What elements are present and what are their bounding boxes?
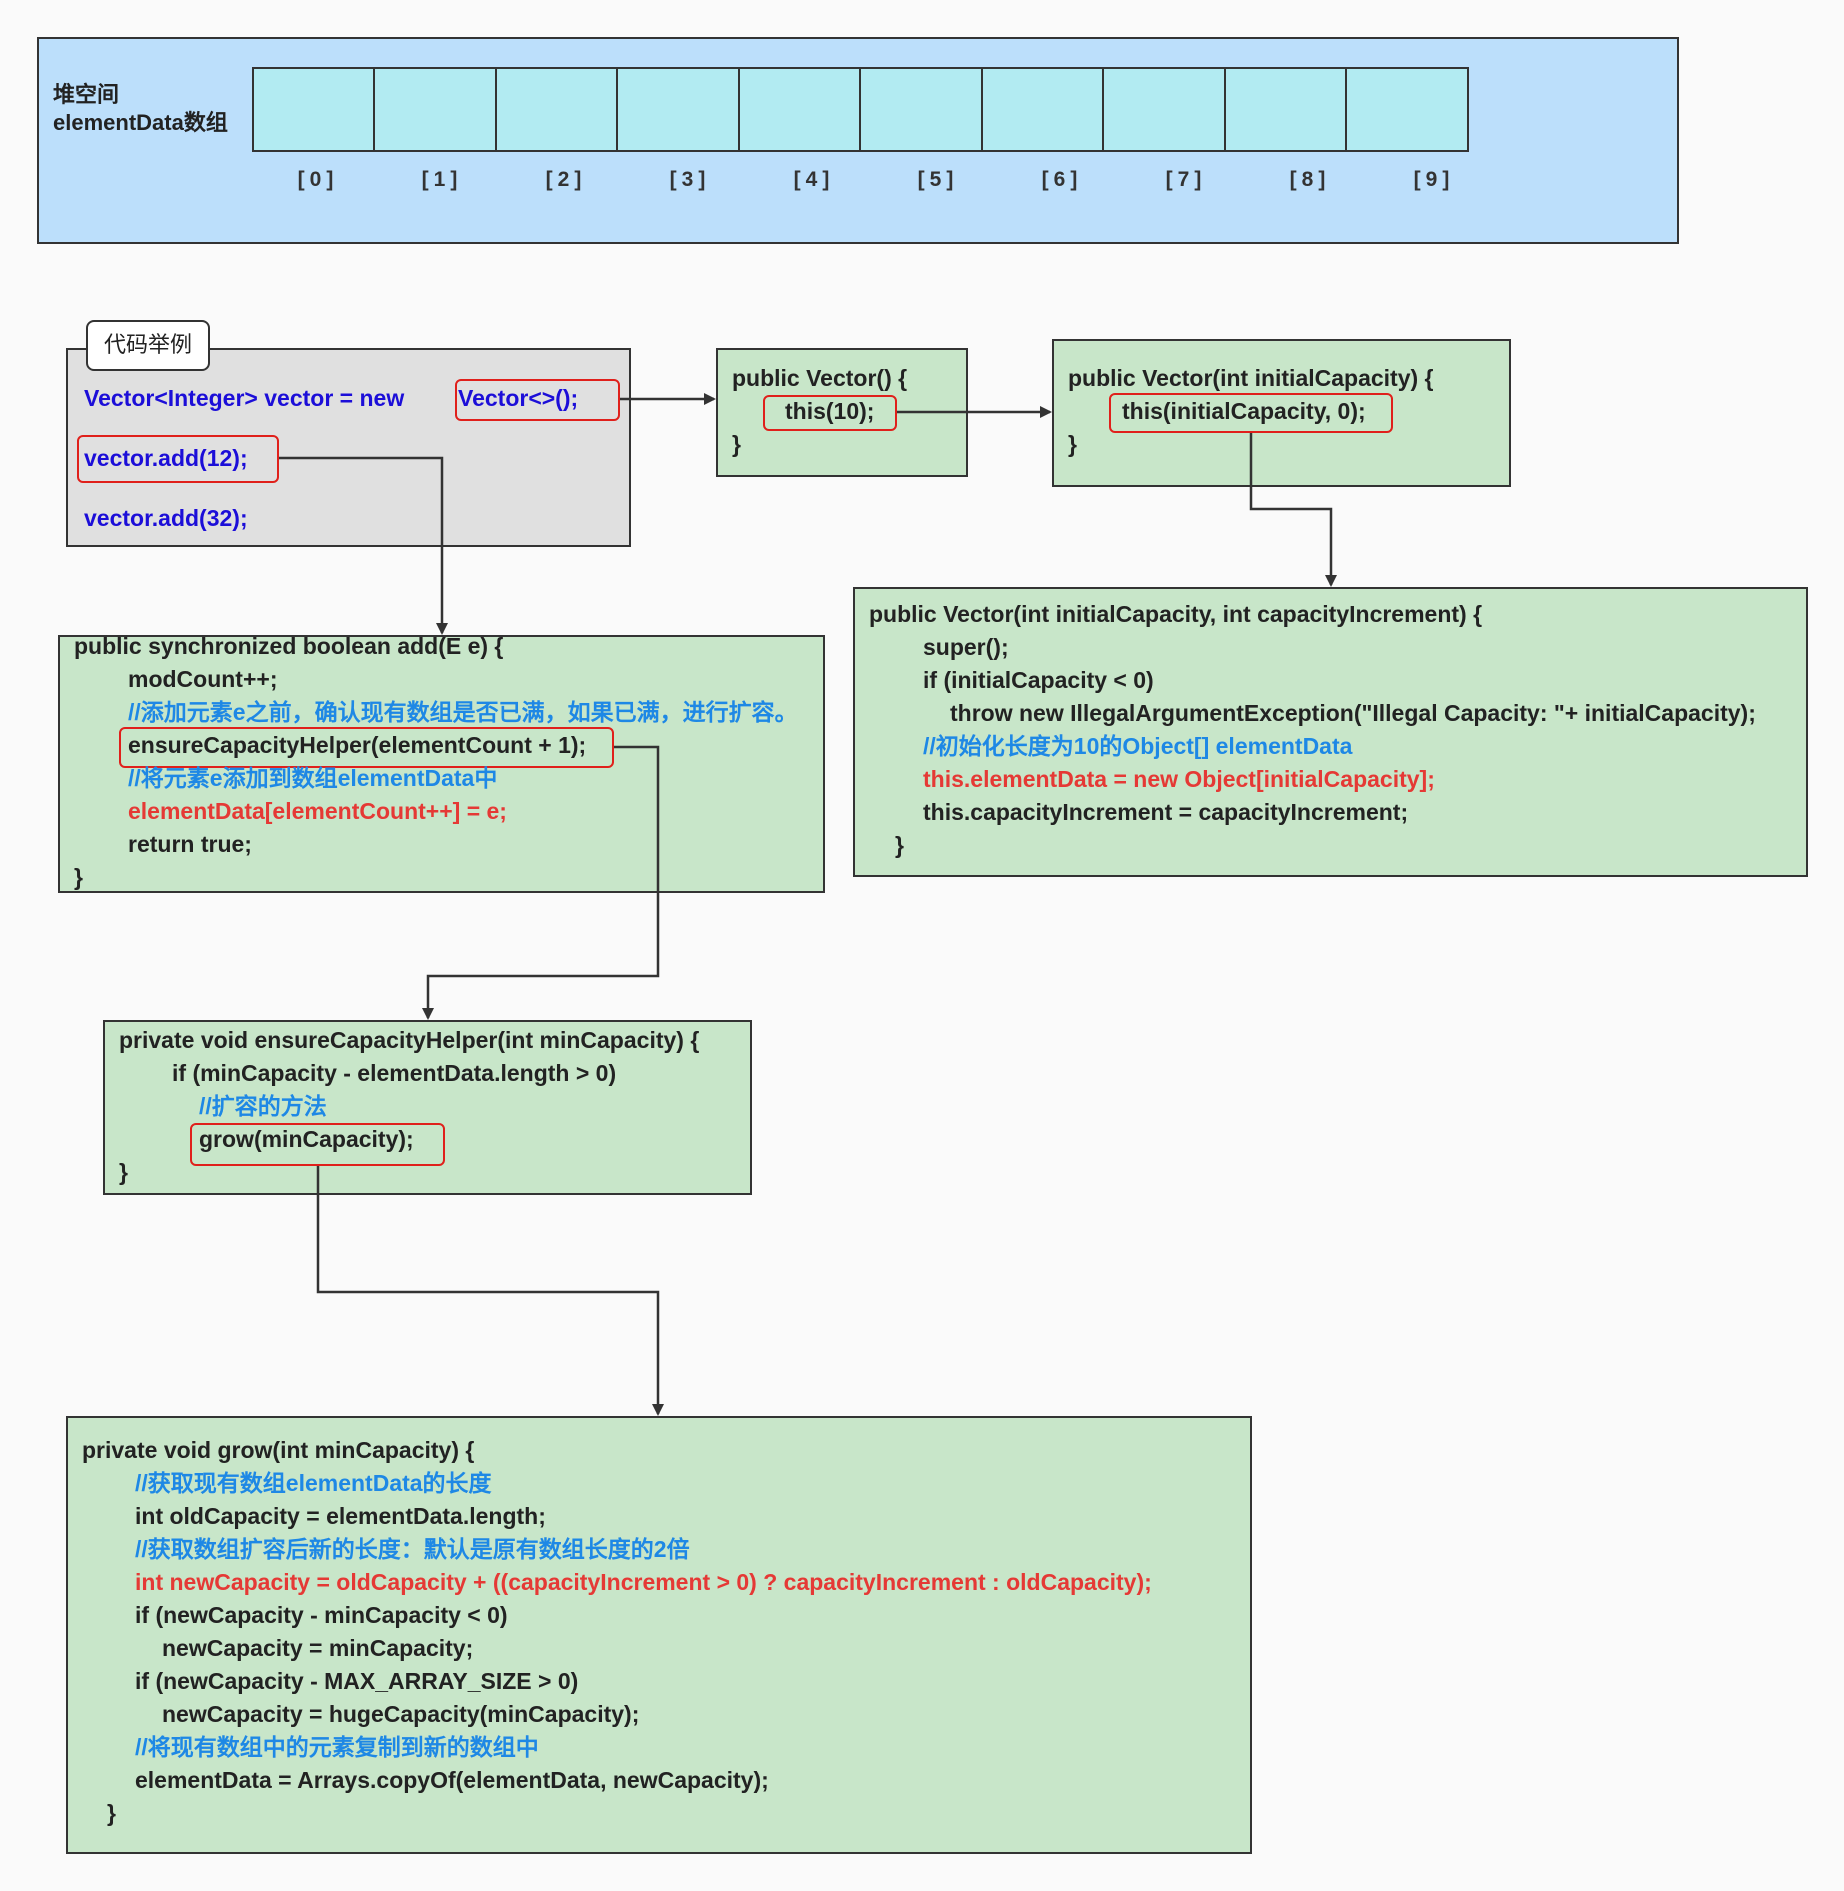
- array-index: [8]: [1289, 168, 1331, 191]
- arrow-capacity-to-full-ctor: [1249, 433, 1337, 587]
- array-index: [5]: [917, 168, 959, 191]
- ctor-full-line7: }: [895, 832, 904, 858]
- highlight-add-call: [77, 435, 279, 483]
- element-data-array: [251, 67, 1469, 152]
- grow-line2: int oldCapacity = elementData.length;: [135, 1503, 546, 1529]
- example-line2: vector.add(12);: [84, 445, 248, 471]
- arrow-ensure-call-to-helper: [422, 745, 660, 1020]
- ensure-line2: if (minCapacity - elementData.length > 0…: [172, 1060, 617, 1086]
- heap-title-line1: 堆空间: [53, 82, 120, 107]
- ctor-full-line1: public Vector(int initialCapacity, int c…: [869, 601, 1483, 627]
- ctor-full-line4: throw new IllegalArgumentException("Ille…: [950, 700, 1756, 726]
- array-index: [6]: [1041, 168, 1083, 191]
- ensure-comment: //扩容的方法: [199, 1093, 327, 1119]
- grow-line8: elementData = Arrays.copyOf(elementData,…: [135, 1767, 769, 1793]
- grow-line7: newCapacity = hugeCapacity(minCapacity);: [162, 1701, 640, 1727]
- grow-line3: int newCapacity = oldCapacity + ((capaci…: [135, 1569, 1152, 1595]
- ctor-full-line2: super();: [923, 634, 1009, 660]
- ctor-default-line1: public Vector() {: [732, 365, 908, 391]
- array-cell: [737, 67, 862, 152]
- array-cell: [859, 67, 983, 152]
- ensure-line3: grow(minCapacity);: [199, 1126, 414, 1152]
- add-line4: elementData[elementCount++] = e;: [128, 798, 507, 824]
- ctor-capacity-line1: public Vector(int initialCapacity) {: [1068, 365, 1434, 391]
- ctor-capacity-line2: this(initialCapacity, 0);: [1122, 398, 1366, 424]
- array-index: [1]: [421, 168, 463, 191]
- example-code-box: [66, 348, 631, 547]
- array-index: [7]: [1165, 168, 1207, 191]
- example-line3: vector.add(32);: [84, 505, 248, 531]
- array-cell: [1102, 67, 1226, 152]
- example-line1-prefix: Vector<Integer> vector = new: [84, 385, 411, 411]
- add-comment1: //添加元素e之前，确认现有数组是否已满，如果已满，进行扩容。: [128, 699, 798, 725]
- arrow-grow-call-to-grow-method: [316, 1166, 664, 1416]
- array-index: [9]: [1413, 168, 1455, 191]
- array-cell: [980, 67, 1105, 152]
- array-index: [3]: [669, 168, 711, 191]
- example-line1: Vector<Integer> vector = new: [84, 382, 411, 415]
- grow-line6: if (newCapacity - MAX_ARRAY_SIZE > 0): [135, 1668, 579, 1694]
- ctor-capacity-box: [1052, 339, 1511, 487]
- ctor-capacity-line3: }: [1068, 431, 1077, 457]
- highlight-grow-call: [190, 1123, 445, 1166]
- highlight-ensure-call: [119, 727, 614, 768]
- grow-line4: if (newCapacity - minCapacity < 0): [135, 1602, 508, 1628]
- add-line3: ensureCapacityHelper(elementCount + 1);: [128, 732, 587, 758]
- array-cell: [616, 67, 740, 152]
- example-tab: 代码举例: [86, 320, 210, 371]
- grow-method-box: [66, 1416, 1252, 1854]
- add-comment2: //将元素e添加到数组elementData中: [128, 765, 498, 791]
- add-line6: }: [74, 864, 83, 890]
- arrow-add-call-to-add-method: [279, 456, 448, 635]
- highlight-this-10: [763, 395, 897, 431]
- ctor-full-line3: if (initialCapacity < 0): [923, 667, 1154, 693]
- array-index: [0]: [297, 168, 339, 191]
- ensure-line4: }: [119, 1159, 128, 1185]
- array-index: [2]: [545, 168, 587, 191]
- ctor-full-box: [853, 587, 1808, 877]
- grow-line5: newCapacity = minCapacity;: [162, 1635, 474, 1661]
- array-cell: [1223, 67, 1348, 152]
- ctor-full-line6: this.capacityIncrement = capacityIncreme…: [923, 799, 1409, 825]
- ensure-line1: private void ensureCapacityHelper(int mi…: [119, 1027, 700, 1053]
- add-line2: modCount++;: [128, 666, 278, 692]
- ctor-default-line2: this(10);: [785, 398, 875, 424]
- array-cell: [494, 67, 619, 152]
- ctor-full-comment: //初始化长度为10的Object[] elementData: [923, 733, 1353, 759]
- heap-title: 堆空间 elementData数组: [53, 81, 228, 137]
- ctor-full-line5: this.elementData = new Object[initialCap…: [923, 766, 1435, 792]
- highlight-this-capacity: [1109, 393, 1393, 433]
- add-method-box: [58, 635, 825, 893]
- add-line5: return true;: [128, 831, 252, 857]
- array-index: [4]: [793, 168, 835, 191]
- grow-comment2: //获取数组扩容后新的长度：默认是原有数组长度的2倍: [135, 1536, 690, 1562]
- array-cell: [1345, 67, 1469, 152]
- example-line1-call: Vector<>();: [458, 385, 579, 411]
- grow-comment1: //获取现有数组elementData的长度: [135, 1470, 492, 1496]
- heap-title-line2: elementData数组: [53, 110, 228, 135]
- grow-line1: private void grow(int minCapacity) {: [82, 1437, 475, 1463]
- grow-comment3: //将现有数组中的元素复制到新的数组中: [135, 1734, 539, 1760]
- highlight-new-vector: [455, 379, 620, 421]
- ctor-default-line3: }: [732, 431, 741, 457]
- grow-line9: }: [107, 1800, 116, 1826]
- add-line1: public synchronized boolean add(E e) {: [74, 633, 504, 659]
